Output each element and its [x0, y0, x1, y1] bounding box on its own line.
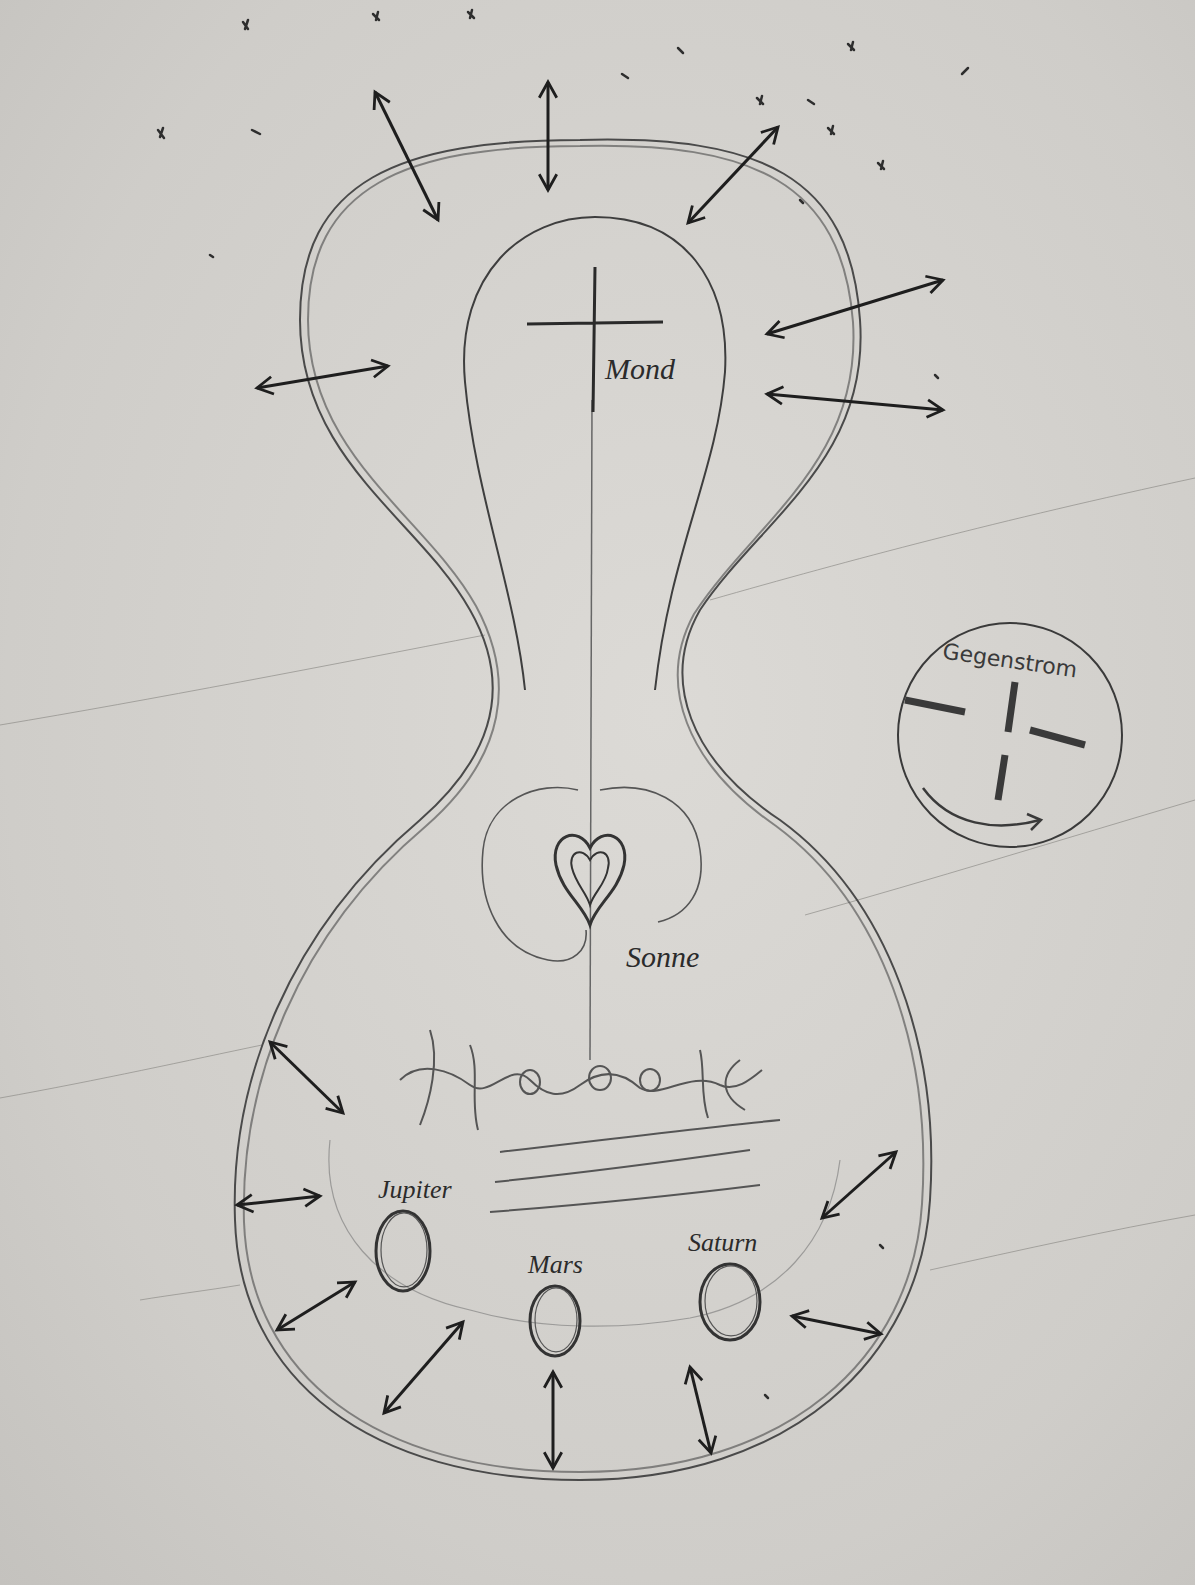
organ-label: Sonne: [626, 940, 699, 975]
abdomen-lines: [490, 1120, 780, 1212]
planet-circle: Jupiter: [378, 1175, 458, 1295]
organ-label: Saturn: [688, 1228, 770, 1258]
head-outline: Mond: [455, 212, 735, 702]
organ-label: Mars: [528, 1250, 590, 1280]
planet-circle: Saturn: [688, 1228, 770, 1344]
inner-contour: [329, 1140, 840, 1326]
central-axis: [590, 400, 592, 1060]
counterflow-circle: Gegenstrom: [895, 620, 1125, 850]
body-outline: [235, 140, 932, 1480]
organ-label: Mond: [605, 352, 675, 387]
node-shape: [478, 780, 778, 1010]
intestine-sketch: [400, 1030, 762, 1130]
paper-crease: [0, 478, 1195, 1300]
organ-label: Jupiter: [378, 1175, 458, 1205]
planet-circle: Mars: [528, 1250, 590, 1360]
heart-lungs: Sonne: [478, 780, 778, 1010]
star-marks: [158, 10, 968, 1398]
organ-label: Gegenstrom: [894, 632, 1125, 689]
node-shape: [455, 212, 735, 702]
exchange-arrows: [237, 82, 943, 1468]
